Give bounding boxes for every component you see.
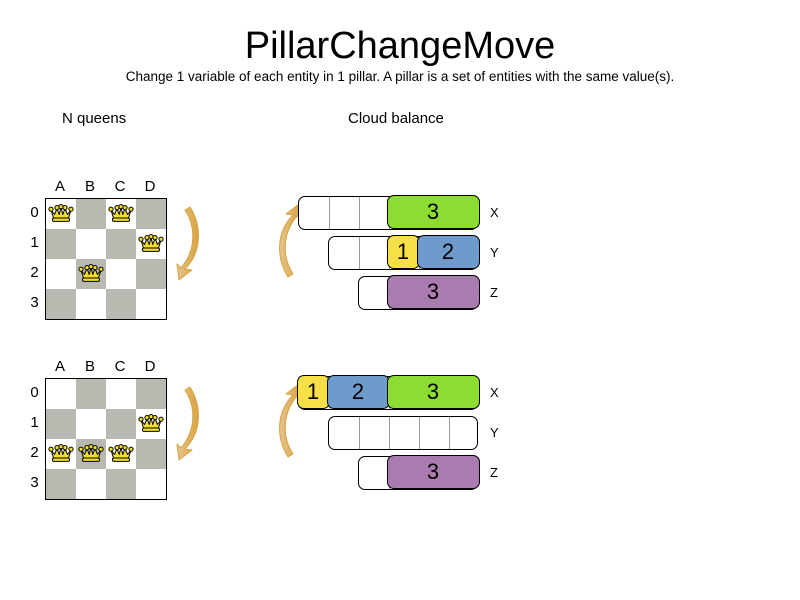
board-column-labels: A B C D	[45, 358, 165, 376]
cloud-process-value: 3	[426, 458, 440, 484]
board-cell[interactable]	[76, 229, 106, 259]
cloud-computer-label: X	[490, 205, 499, 220]
cloud-bar-gridline	[449, 417, 450, 449]
cloud-computer-label: Y	[490, 245, 499, 260]
queen-icon	[48, 444, 74, 462]
board-cell[interactable]	[136, 229, 166, 259]
board-cell[interactable]	[106, 469, 136, 499]
board-cell[interactable]	[136, 289, 166, 319]
section-title-cloud-balance: Cloud balance	[348, 110, 444, 127]
cloud-process-segment[interactable]: 3	[386, 274, 480, 309]
board-cell[interactable]	[106, 379, 136, 409]
board-cell[interactable]	[46, 439, 76, 469]
cloud-process-segment[interactable]: 1	[386, 234, 420, 269]
board-cell[interactable]	[136, 469, 166, 499]
arrow-down-icon-board-before	[166, 196, 212, 288]
cloud-bar-gridline	[329, 197, 330, 229]
board-cell[interactable]	[136, 259, 166, 289]
cloud-bar-gridline	[389, 417, 390, 449]
board-column-label: B	[84, 358, 95, 375]
queen-icon	[108, 444, 134, 462]
cloud-process-value: 2	[351, 378, 365, 404]
chess-board	[45, 198, 167, 320]
queen-icon	[78, 264, 104, 282]
cloud-bar-gridline	[419, 417, 420, 449]
board-row-label: 0	[30, 204, 39, 221]
board-cell[interactable]	[136, 199, 166, 229]
board-column-label: C	[114, 178, 126, 195]
page-title: PillarChangeMove	[244, 25, 556, 67]
board-cell[interactable]	[46, 379, 76, 409]
board-cell[interactable]	[76, 199, 106, 229]
cloud-computer-label: X	[490, 385, 499, 400]
cloud-process-value: 3	[426, 198, 440, 224]
board-row-label: 2	[30, 264, 39, 281]
board-cell[interactable]	[106, 289, 136, 319]
board-cell[interactable]	[76, 469, 106, 499]
cloud-process-segment[interactable]: 3	[386, 374, 480, 409]
queen-icon	[48, 204, 74, 222]
board-cell[interactable]	[76, 379, 106, 409]
cloud-process-value: 3	[426, 278, 440, 304]
board-row-label: 2	[30, 444, 39, 461]
cloud-process-value: 1	[306, 378, 320, 404]
board-column-label: D	[144, 178, 156, 195]
cloud-computer-label: Y	[490, 425, 499, 440]
cloud-process-value: 3	[426, 378, 440, 404]
board-cell[interactable]	[136, 379, 166, 409]
board-row-labels: 0 1 2 3	[26, 198, 43, 318]
board-row-label: 3	[30, 294, 39, 311]
board-column-label: A	[54, 178, 65, 195]
cloud-process-segment[interactable]: 2	[416, 234, 480, 269]
cloud-process-value: 1	[396, 238, 410, 264]
cloud-process-segment[interactable]: 1	[296, 374, 330, 409]
cloud-bar-gridlines	[329, 417, 477, 449]
section-title-nqueens: N queens	[62, 110, 127, 127]
cloud-bar-gridline	[359, 417, 360, 449]
cloud-bar-gridline	[359, 197, 360, 229]
board-cell[interactable]	[46, 289, 76, 319]
board-cell[interactable]	[46, 199, 76, 229]
board-cell[interactable]	[46, 229, 76, 259]
board-row-label: 1	[30, 414, 39, 431]
cloud-computer-label: Z	[490, 465, 498, 480]
board-cell[interactable]	[106, 199, 136, 229]
arrow-down-icon-board-after	[166, 376, 212, 468]
queen-icon	[78, 444, 104, 462]
board-cell[interactable]	[106, 229, 136, 259]
queen-icon	[138, 414, 164, 432]
board-cell[interactable]	[46, 409, 76, 439]
board-cell[interactable]	[76, 409, 106, 439]
queen-icon	[138, 234, 164, 252]
board-column-label: A	[54, 358, 65, 375]
board-column-label: D	[144, 358, 156, 375]
board-cell[interactable]	[136, 409, 166, 439]
board-cell[interactable]	[46, 469, 76, 499]
cloud-process-segment[interactable]: 3	[386, 194, 480, 229]
cloud-computer-capacity-bar[interactable]	[328, 416, 478, 450]
chess-board	[45, 378, 167, 500]
board-cell[interactable]	[76, 289, 106, 319]
board-cell[interactable]	[76, 259, 106, 289]
cloud-process-segment[interactable]: 2	[326, 374, 390, 409]
board-row-label: 1	[30, 234, 39, 251]
board-row-labels: 0 1 2 3	[26, 378, 43, 498]
cloud-process-segment[interactable]: 3	[386, 454, 480, 489]
cloud-bar-gridline	[359, 237, 360, 269]
board-column-labels: A B C D	[45, 178, 165, 196]
board-cell[interactable]	[76, 439, 106, 469]
board-row-label: 3	[30, 474, 39, 491]
board-cell[interactable]	[136, 439, 166, 469]
board-cell[interactable]	[106, 439, 136, 469]
page-subtitle: Change 1 variable of each entity in 1 pi…	[125, 69, 675, 84]
board-cell[interactable]	[106, 409, 136, 439]
queen-icon	[108, 204, 134, 222]
cloud-computer-label: Z	[490, 285, 498, 300]
board-cell[interactable]	[106, 259, 136, 289]
board-row-label: 0	[30, 384, 39, 401]
board-cell[interactable]	[46, 259, 76, 289]
board-column-label: B	[84, 178, 95, 195]
board-column-label: C	[114, 358, 126, 375]
cloud-process-value: 2	[441, 238, 455, 264]
